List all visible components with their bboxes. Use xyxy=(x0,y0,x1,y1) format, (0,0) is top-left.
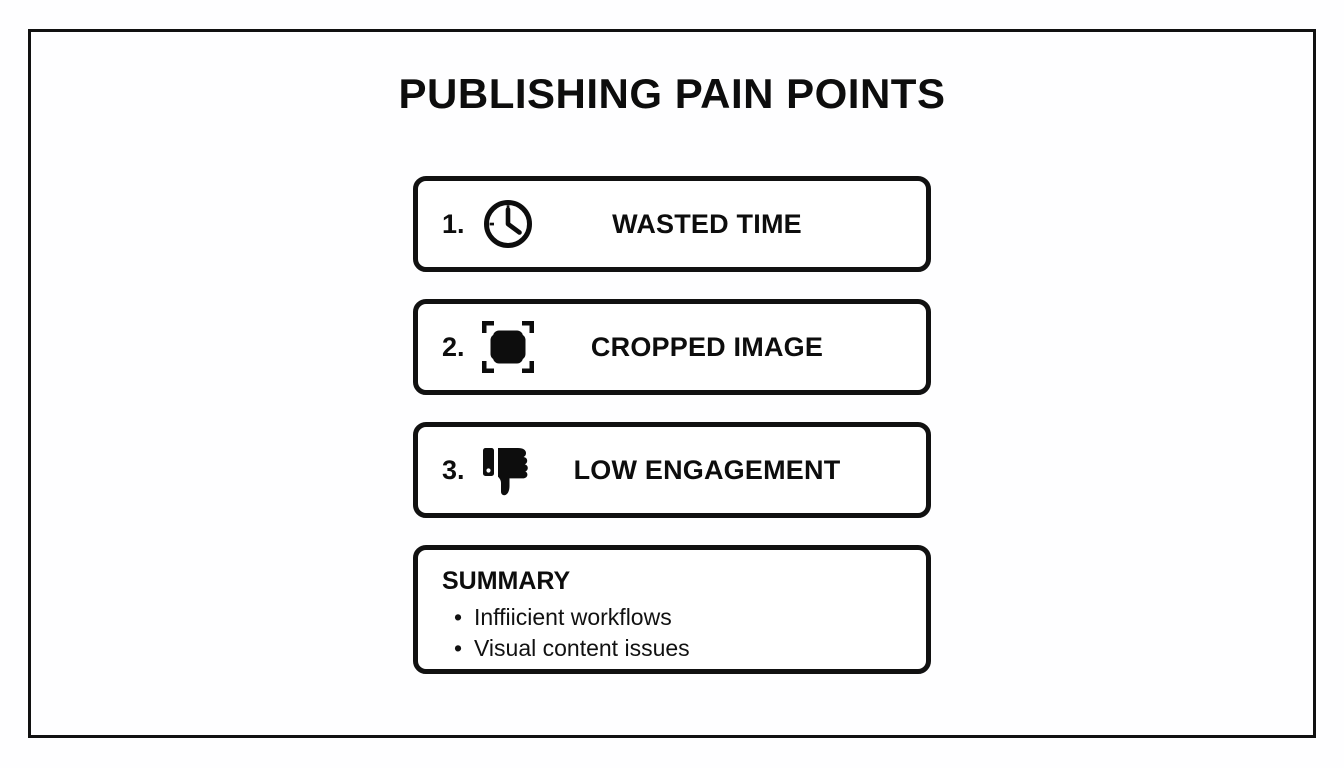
thumbs-down-icon xyxy=(480,442,536,498)
summary-list-item: • Visual content issues xyxy=(454,633,926,665)
summary-heading: SUMMARY xyxy=(442,567,571,595)
pain-point-card-low-engagement[interactable]: 3. LOW ENGAGEMENT xyxy=(413,422,931,518)
clock-icon xyxy=(480,196,536,252)
card-number: 3. xyxy=(442,454,465,485)
crop-frame-icon xyxy=(480,319,536,375)
bullet-icon: • xyxy=(454,603,463,630)
summary-item-text: Visual content issues xyxy=(474,635,690,662)
card-number: 1. xyxy=(442,208,465,239)
slide-border xyxy=(28,29,1316,738)
bullet-icon: • xyxy=(454,635,463,662)
summary-box: SUMMARY • Inffiicient workflows • Visual… xyxy=(413,545,931,674)
page-title: PUBLISHING PAIN POINTS xyxy=(398,70,946,117)
pain-points-list: 1. WASTED TIME 2. xyxy=(413,176,931,674)
summary-list-item: • Inffiicient workflows xyxy=(454,602,926,634)
card-label: CROPPED IMAGE xyxy=(590,331,824,362)
card-label: LOW ENGAGEMENT xyxy=(573,454,841,485)
card-label: WASTED TIME xyxy=(612,208,802,239)
summary-list: • Inffiicient workflows • Visual content… xyxy=(442,602,926,665)
summary-item-text: Inffiicient workflows xyxy=(474,603,672,630)
pain-point-card-wasted-time[interactable]: 1. WASTED TIME xyxy=(413,176,931,272)
pain-point-card-cropped-image[interactable]: 2. CROPPED IMAGE xyxy=(413,299,931,395)
card-number: 2. xyxy=(442,331,465,362)
